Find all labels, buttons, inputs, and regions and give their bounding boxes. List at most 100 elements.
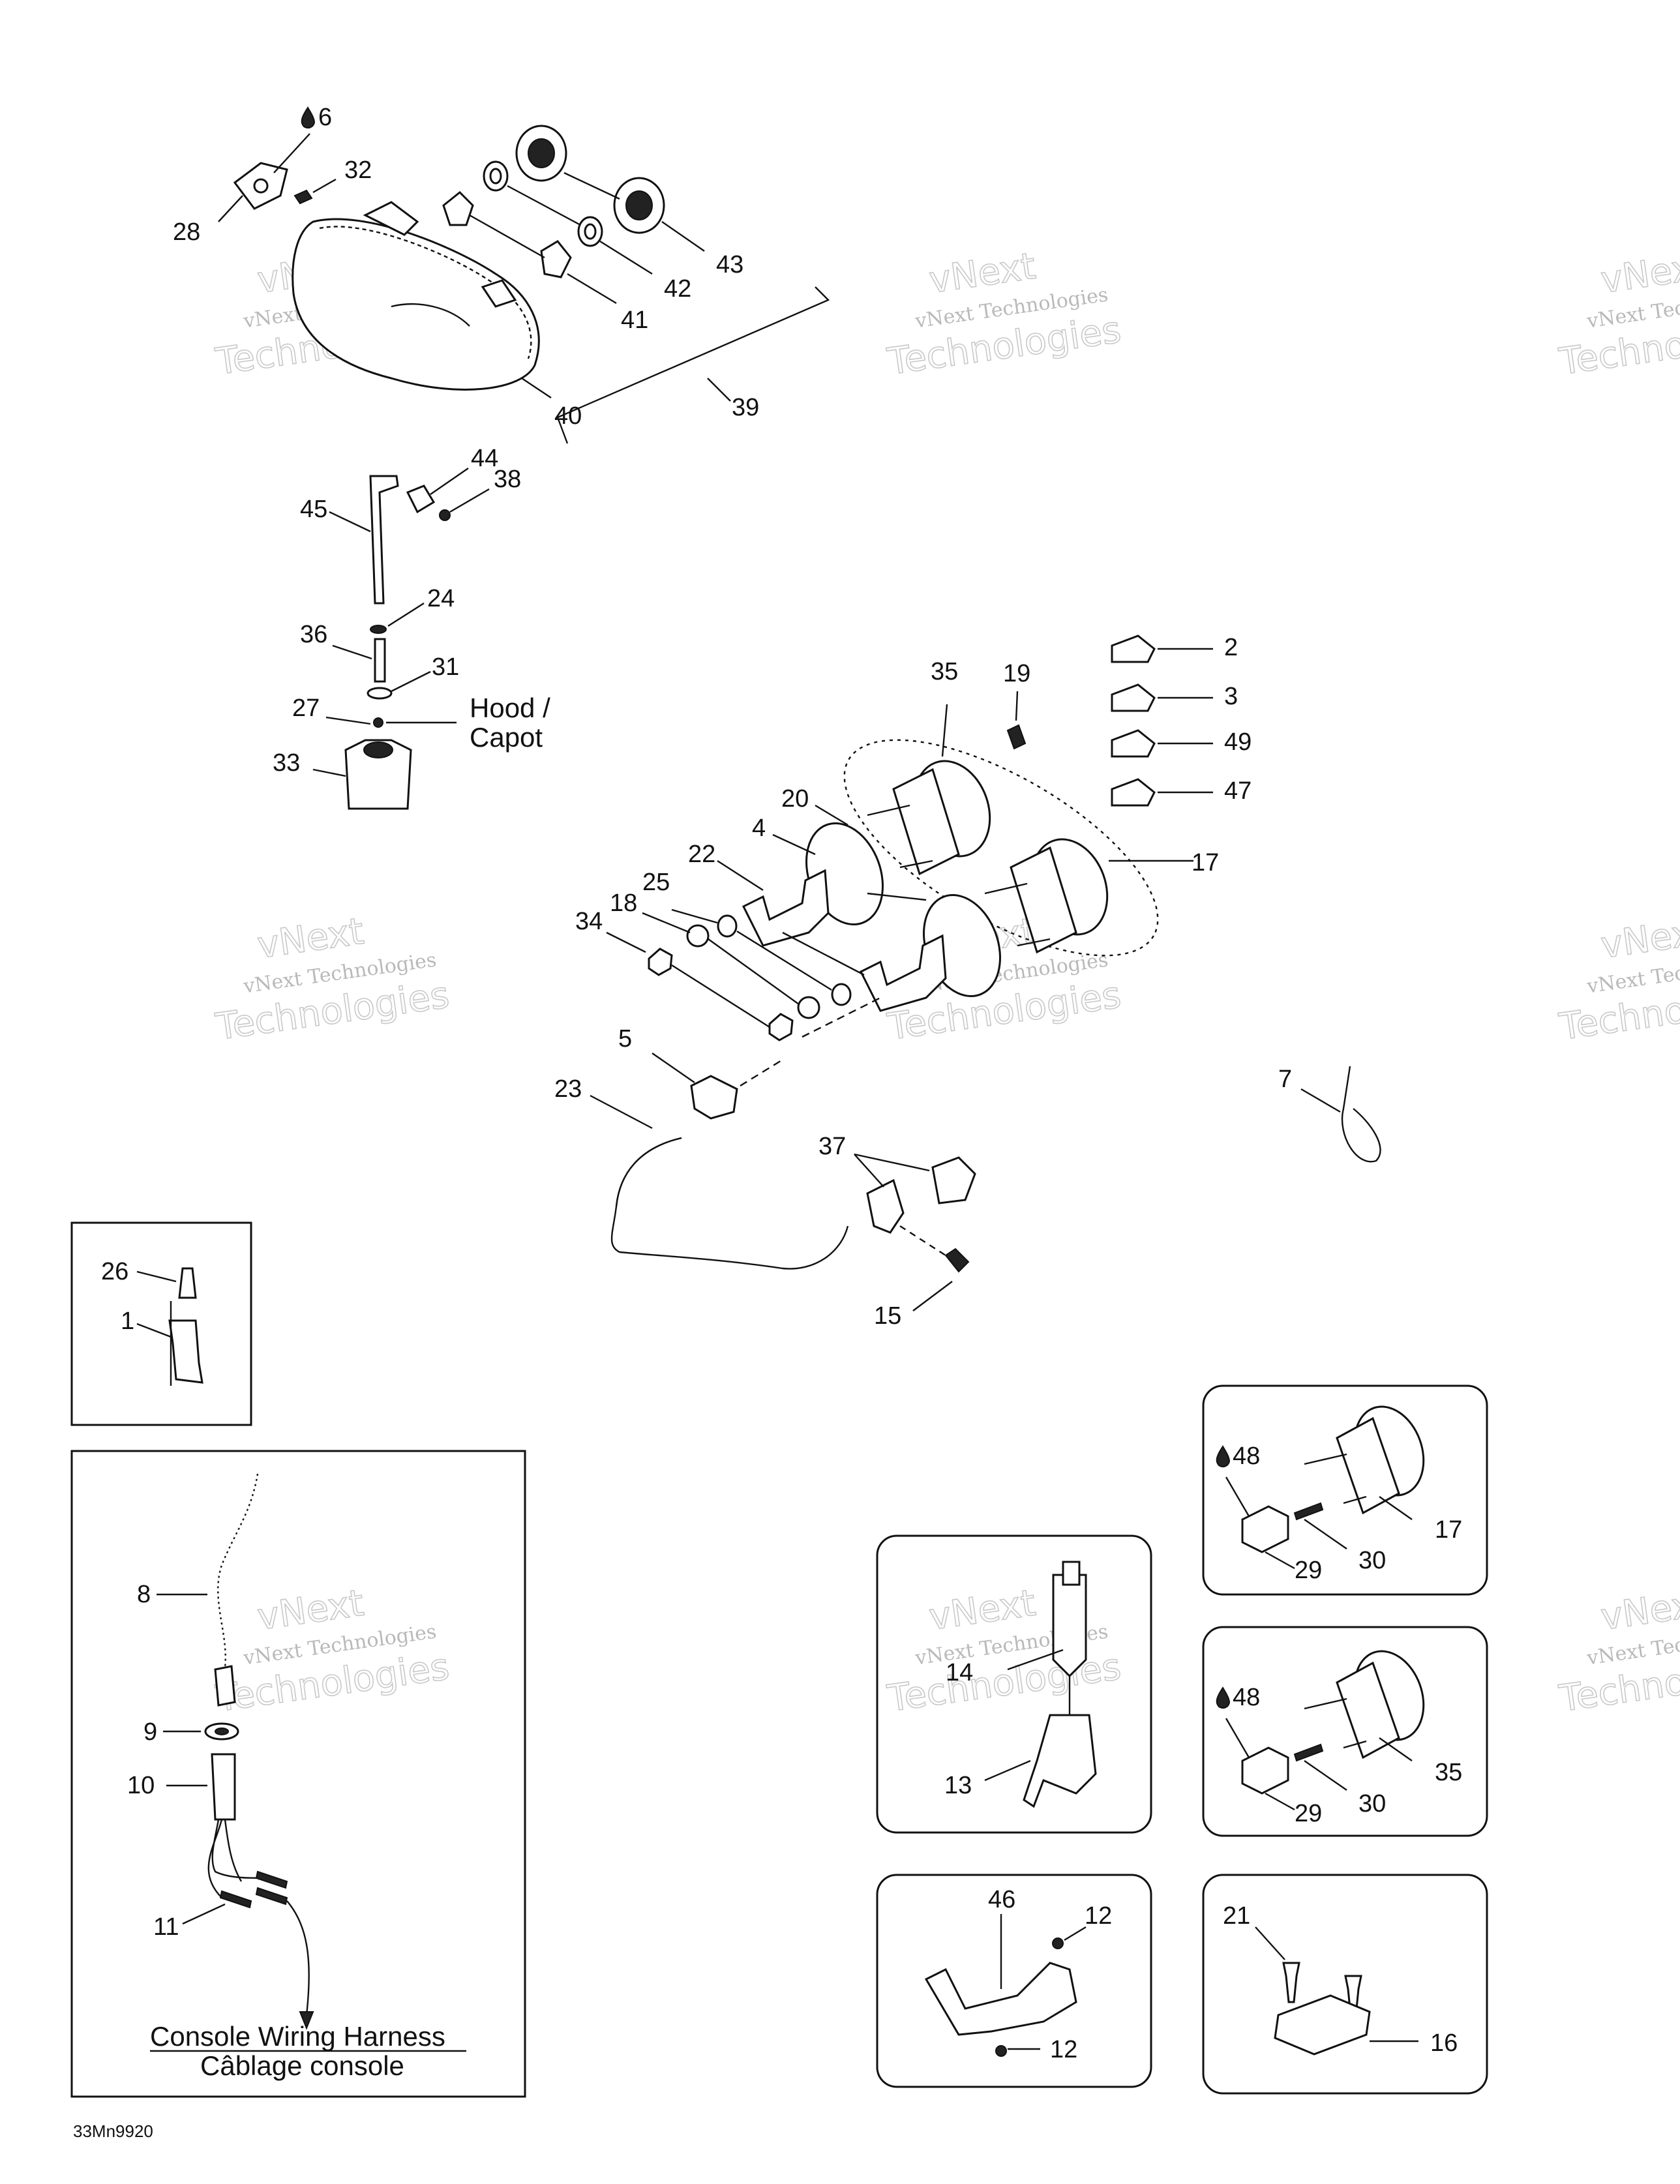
callout-25: 25 xyxy=(642,869,670,896)
clamp-37b xyxy=(931,1156,976,1204)
inset-gauge35-box xyxy=(1202,1626,1488,1837)
callout-4: 4 xyxy=(752,815,766,842)
washer-25b xyxy=(831,983,852,1006)
nut-34b xyxy=(768,1013,794,1041)
callout-31: 31 xyxy=(432,653,459,681)
svg-text:vNext: vNext xyxy=(255,910,367,967)
inset-harness-box xyxy=(70,1450,526,2098)
svg-text:vNext: vNext xyxy=(1598,910,1680,967)
nut-34a xyxy=(648,948,673,976)
grommet-44 xyxy=(406,485,436,514)
callout-7: 7 xyxy=(1278,1066,1292,1093)
callout-8: 8 xyxy=(137,1581,151,1608)
connector-29b xyxy=(1241,1746,1289,1795)
callout-29-b: 29 xyxy=(1295,1800,1322,1827)
callout-10: 10 xyxy=(127,1772,155,1799)
speedo-cable xyxy=(590,1053,1381,1311)
callout-36: 36 xyxy=(300,621,327,648)
knob-26 xyxy=(178,1267,197,1299)
bulb-41b xyxy=(540,240,572,278)
inset-switch-box xyxy=(70,1221,252,1426)
label-capot: Capot xyxy=(470,722,543,753)
lamp-3 xyxy=(1111,683,1156,712)
connector-29a xyxy=(1241,1505,1289,1553)
callout-18: 18 xyxy=(610,890,637,917)
svg-text:vNext: vNext xyxy=(255,1582,367,1639)
callout-24: 24 xyxy=(427,585,455,612)
rod-45 xyxy=(369,475,399,605)
callout-39: 39 xyxy=(732,394,759,421)
washer-18b xyxy=(797,996,820,1019)
callout-29-a: 29 xyxy=(1295,1557,1322,1584)
svg-text:vNext: vNext xyxy=(1598,1582,1680,1639)
callout-44: 44 xyxy=(471,445,498,472)
svg-text:vNext: vNext xyxy=(1598,245,1680,302)
callout-6: 6 xyxy=(318,104,332,131)
callout-47: 47 xyxy=(1224,777,1252,805)
callout-40: 40 xyxy=(554,402,582,430)
label-console-en: Console Wiring Harness xyxy=(150,2021,445,2052)
callout-32: 32 xyxy=(344,157,372,184)
inset-module-box xyxy=(1202,1874,1488,2095)
module-16 xyxy=(1274,1994,1371,2056)
callout-16: 16 xyxy=(1430,2029,1458,2057)
cable-tie-7 xyxy=(1341,1066,1381,1163)
inset-gauge17-box xyxy=(1202,1384,1488,1596)
callout-22: 22 xyxy=(688,841,715,868)
callout-48-b: 48 xyxy=(1233,1684,1260,1711)
callout-15: 15 xyxy=(874,1302,901,1330)
callout-12-top: 12 xyxy=(1085,1902,1112,1930)
callout-38: 38 xyxy=(494,466,521,493)
svg-text:vNext: vNext xyxy=(927,245,1038,302)
callout-48-a: 48 xyxy=(1233,1443,1260,1470)
connector-10 xyxy=(211,1753,236,1821)
callout-14: 14 xyxy=(946,1659,973,1686)
callout-26: 26 xyxy=(101,1258,128,1285)
sender-5 xyxy=(690,1075,738,1120)
callout-13: 13 xyxy=(944,1772,972,1799)
label-hood: Hood / xyxy=(470,693,550,723)
bracket-22a xyxy=(742,869,830,947)
gauge-cluster xyxy=(606,635,1213,1041)
coil-cord-8 xyxy=(217,1473,259,1683)
callout-3: 3 xyxy=(1224,683,1238,710)
callout-35-detail: 35 xyxy=(1435,1759,1462,1786)
lamp-2 xyxy=(1111,635,1156,663)
callout-46: 46 xyxy=(988,1886,1015,1913)
callout-11: 11 xyxy=(153,1913,179,1941)
bracket-46 xyxy=(924,1962,1077,2036)
drop-icon xyxy=(301,106,316,128)
callout-45: 45 xyxy=(300,496,327,523)
callout-35-main: 35 xyxy=(931,658,958,685)
part-14 xyxy=(1052,1574,1087,1678)
callout-28: 28 xyxy=(173,218,200,246)
callout-2: 2 xyxy=(1224,634,1238,661)
bracket-39-line xyxy=(557,286,830,419)
lamp-47 xyxy=(1111,778,1156,807)
callout-5: 5 xyxy=(618,1025,632,1053)
bulb-41a xyxy=(442,190,474,226)
svg-text:vNext: vNext xyxy=(927,1582,1038,1639)
headlamp-assembly xyxy=(218,125,830,444)
callout-37: 37 xyxy=(818,1133,846,1160)
hood-adjuster xyxy=(312,468,490,810)
callout-12-bottom: 12 xyxy=(1050,2036,1077,2063)
callout-19: 19 xyxy=(1003,660,1030,687)
callout-41: 41 xyxy=(621,307,648,334)
switch-1 xyxy=(168,1319,203,1384)
spring-36 xyxy=(374,638,386,683)
screw-15 xyxy=(944,1248,970,1273)
diagram-code: 33Mn9920 xyxy=(73,2121,153,2141)
callout-33: 33 xyxy=(273,749,300,777)
inset-bracket-box xyxy=(876,1874,1152,2088)
callout-20: 20 xyxy=(781,785,809,813)
washer-18a xyxy=(686,924,710,948)
callout-17-detail: 17 xyxy=(1435,1516,1462,1544)
callout-numbers: 6 32 28 43 42 41 39 40 44 38 45 24 36 31… xyxy=(73,104,1462,2141)
part-13 xyxy=(1023,1714,1097,1808)
callout-21: 21 xyxy=(1223,1902,1250,1930)
callout-34: 34 xyxy=(575,908,603,935)
callout-9: 9 xyxy=(143,1718,157,1746)
callout-30-b: 30 xyxy=(1358,1790,1386,1818)
